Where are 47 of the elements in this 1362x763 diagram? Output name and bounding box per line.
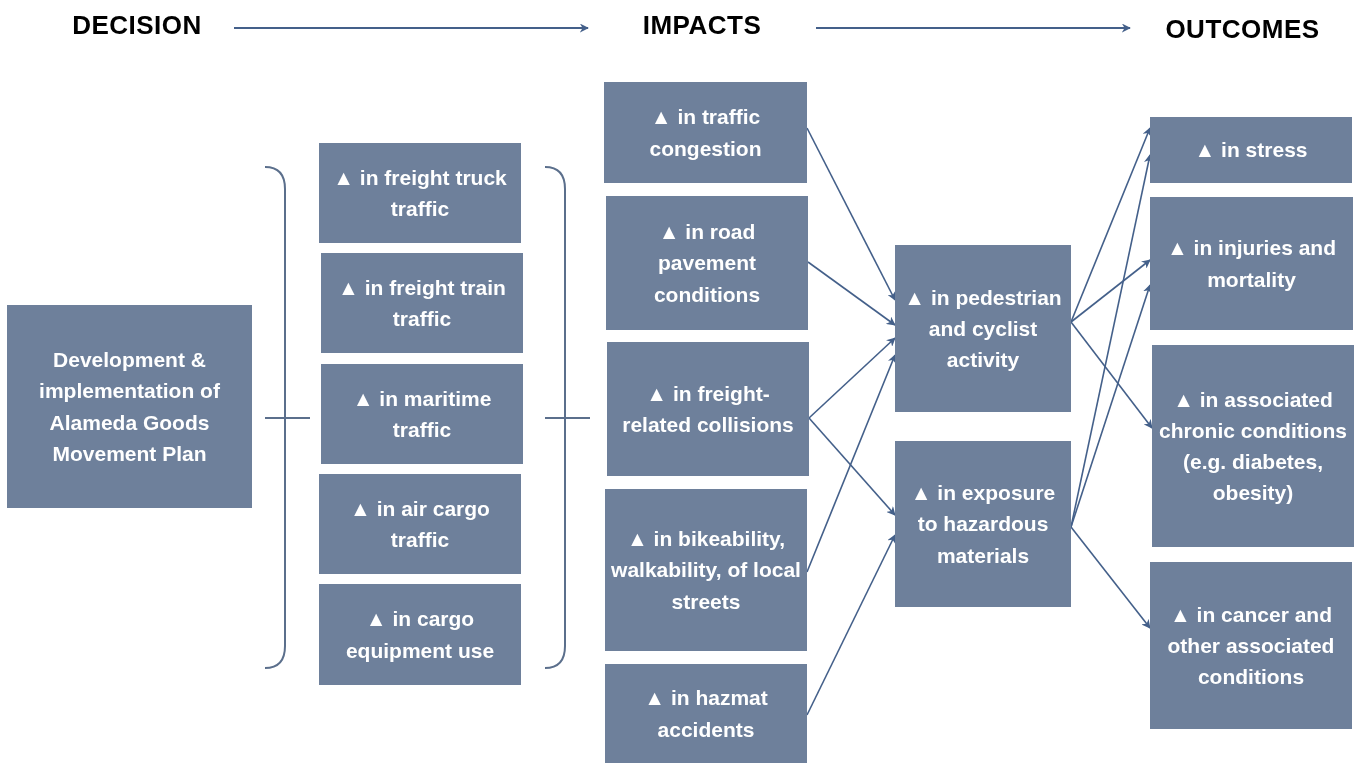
arrow	[808, 417, 896, 516]
arrow	[1070, 526, 1151, 629]
box-label: ▲ in road pavement conditions	[652, 219, 762, 308]
arrow	[815, 23, 1131, 33]
box-label: ▲ in freight truck traffic	[332, 164, 508, 222]
process-box	[1150, 562, 1352, 729]
arrow	[806, 127, 896, 301]
process-box	[605, 664, 807, 763]
box-label: ▲ in pedestrian and cyclist activity	[903, 284, 1063, 374]
process-box	[1152, 345, 1354, 547]
process-box	[605, 489, 807, 651]
box-label: ▲ in injuries and mortality	[1166, 235, 1337, 293]
process-box	[1150, 197, 1353, 330]
arrow	[1070, 321, 1153, 429]
column-heading: DECISION	[72, 10, 202, 42]
process-box	[607, 342, 809, 476]
box-label: ▲ in bikeability, walkability, of local streets	[611, 526, 801, 615]
box-label: ▲ in freight-related collisions	[621, 380, 795, 438]
box-label: ▲ in exposure to hazardous materials	[909, 480, 1057, 569]
process-box	[606, 196, 808, 330]
process-box	[7, 305, 252, 508]
process-box	[319, 143, 521, 243]
arrow	[808, 337, 896, 419]
box-label: ▲ in freight train traffic	[337, 274, 507, 332]
process-box	[321, 253, 523, 353]
process-box	[319, 584, 521, 685]
process-box	[319, 474, 521, 574]
box-label: Development & implementation of Alameda Goods Movement Plan	[38, 347, 221, 467]
arrow	[807, 261, 896, 326]
arrow	[806, 534, 896, 716]
box-label: ▲ in maritime traffic	[351, 385, 493, 443]
box-label: ▲ in traffic congestion	[648, 104, 763, 162]
box-label: ▲ in air cargo traffic	[349, 495, 491, 553]
arrow	[1070, 259, 1151, 323]
box-label: ▲ in cargo equipment use	[344, 606, 496, 664]
box-label: ▲ in stress	[1194, 137, 1308, 164]
box-label: ▲ in associated chronic conditions (e.g. diabetes, obesity)	[1158, 386, 1348, 507]
process-box	[895, 245, 1071, 412]
process-box	[604, 82, 807, 183]
column-heading: IMPACTS	[642, 10, 762, 42]
process-box	[321, 364, 523, 464]
process-box	[895, 441, 1071, 607]
box-label: ▲ in cancer and other associated conditions	[1166, 601, 1336, 691]
arrow	[233, 23, 589, 33]
process-box	[1150, 117, 1352, 183]
box-label: ▲ in hazmat accidents	[643, 685, 769, 743]
column-heading: OUTCOMES	[1165, 14, 1320, 46]
